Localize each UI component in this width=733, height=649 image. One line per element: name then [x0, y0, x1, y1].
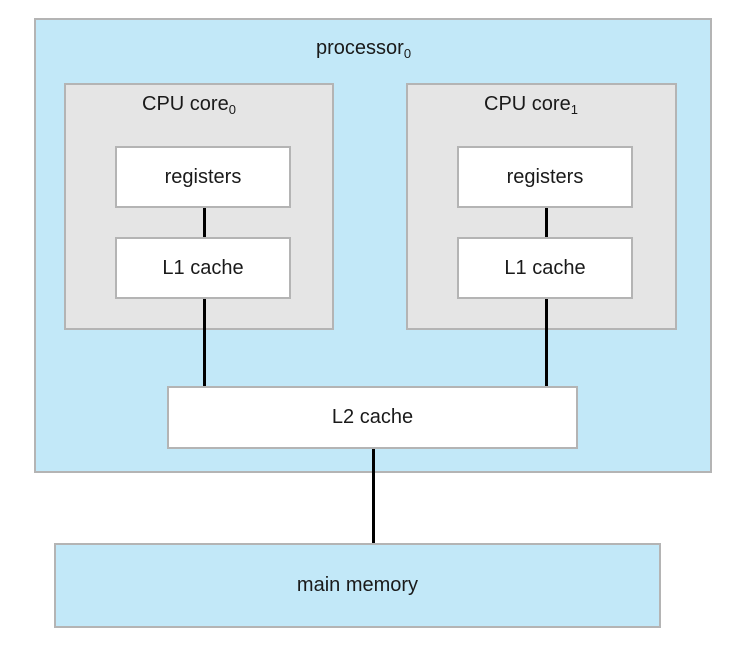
registers-0-label: registers	[164, 165, 242, 188]
cpu-core-0-label-text: CPU core	[142, 93, 229, 115]
cpu-core-0-label: CPU core0	[142, 92, 236, 116]
registers-1-box: registers	[457, 146, 633, 208]
wire-l2-main-memory	[372, 449, 375, 543]
processor-label: processor0	[316, 36, 411, 60]
registers-0-box: registers	[115, 146, 291, 208]
wire-l1-l2-core-0	[203, 299, 206, 386]
l1-cache-0-label: L1 cache	[162, 256, 244, 279]
l2-cache-label: L2 cache	[331, 406, 414, 428]
cpu-core-1-label-subscript: 1	[570, 102, 578, 117]
wire-registers-l1-core-1	[545, 208, 548, 237]
main-memory-label: main memory	[296, 574, 419, 596]
main-memory-box: main memory	[54, 543, 661, 628]
l2-cache-box: L2 cache	[167, 386, 578, 449]
wire-registers-l1-core-0	[203, 208, 206, 237]
registers-1-label: registers	[506, 165, 584, 188]
processor-label-subscript: 0	[403, 46, 412, 61]
l1-cache-0-box: L1 cache	[115, 237, 291, 299]
cpu-core-1-label: CPU core1	[484, 92, 578, 116]
wire-l1-l2-core-1	[545, 299, 548, 386]
processor-label-text: processor	[316, 37, 404, 59]
cpu-core-1-label-text: CPU core	[484, 93, 571, 115]
l1-cache-1-label: L1 cache	[504, 256, 586, 279]
l1-cache-1-box: L1 cache	[457, 237, 633, 299]
cpu-core-0-label-subscript: 0	[228, 102, 236, 117]
